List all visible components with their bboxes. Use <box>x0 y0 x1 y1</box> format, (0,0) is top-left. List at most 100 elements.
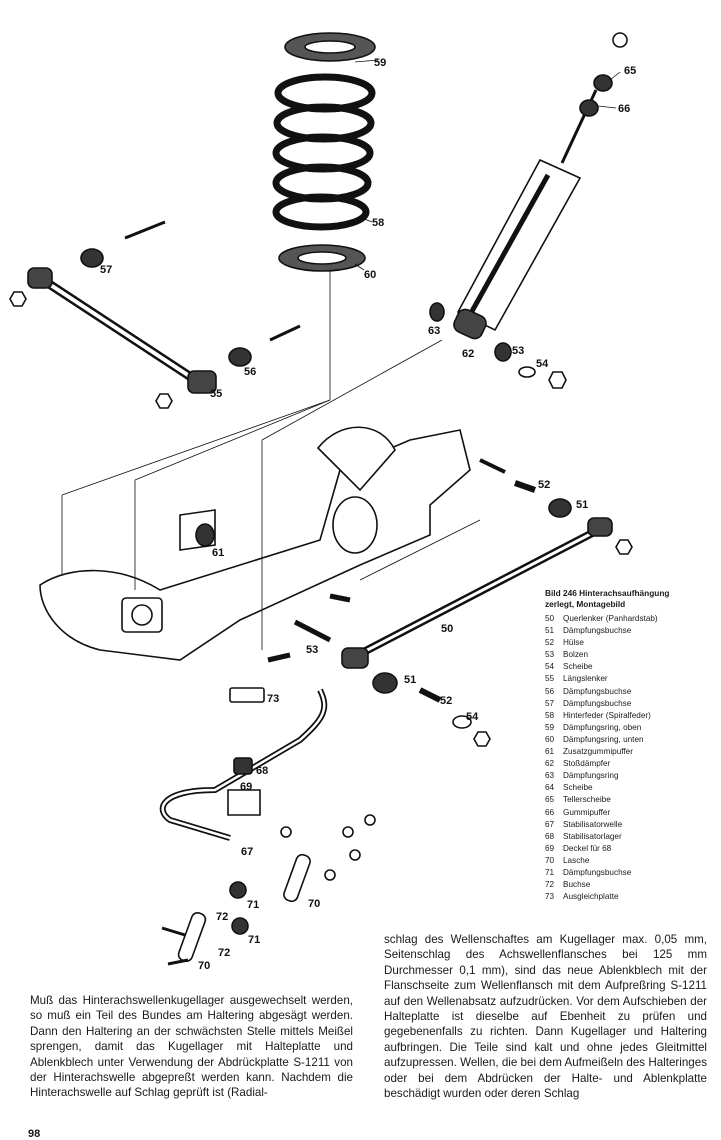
assembly-lines <box>61 270 481 650</box>
legend-item: 51 Dämpfungsbuchse <box>545 625 717 637</box>
legend-item-number: 59 <box>545 722 555 732</box>
legend-item-number: 67 <box>545 819 555 829</box>
legend-item-text: Dämpfungsring, unten <box>563 734 644 744</box>
callout-53-b: 53 <box>306 644 318 656</box>
legend-item-text: Deckel für 68 <box>563 843 612 853</box>
callout-64: 54 <box>536 358 549 370</box>
legend-item-number: 55 <box>545 674 555 684</box>
legend-item: 55 Längslenker <box>545 673 717 685</box>
figure-legend: Bild 246 Hinterachsaufhängung zerlegt, M… <box>545 588 717 903</box>
figure-caption-line-1: Bild 246 Hinterachsaufhängung <box>545 588 670 598</box>
callout-52-a: 52 <box>538 479 550 491</box>
body-text-left-column: Muß das Hinterachswellenkugellager ausge… <box>30 994 353 1100</box>
legend-item-text: Stoßdämpfer <box>563 759 611 769</box>
legend-item-text: Hinterfeder (Spiralfeder) <box>563 710 651 720</box>
legend-item-number: 56 <box>545 686 555 696</box>
callout-51-a: 51 <box>576 499 588 511</box>
callout-55: 55 <box>210 388 222 400</box>
callout-59: 59 <box>374 57 386 69</box>
legend-item-text: Stabilisatorwelle <box>563 819 623 829</box>
callout-66: 66 <box>618 103 630 115</box>
callout-72-b: 72 <box>218 947 230 959</box>
legend-item-number: 69 <box>545 843 555 853</box>
callout-69: 69 <box>240 781 252 793</box>
legend-item-text: Scheibe <box>563 662 593 672</box>
figure-caption-line-2: zerlegt, Montagebild <box>545 598 626 609</box>
legend-item-number: 71 <box>545 867 555 877</box>
legend-item-number: 68 <box>545 831 555 841</box>
legend-item: 58 Hinterfeder (Spiralfeder) <box>545 710 717 722</box>
callout-62: 62 <box>462 348 474 360</box>
legend-item-number: 73 <box>545 892 555 902</box>
legend-item-text: Buchse <box>563 880 591 890</box>
legend-item-text: Dämpfungsring <box>563 771 619 781</box>
callout-67: 67 <box>241 846 253 858</box>
legend-item-number: 62 <box>545 759 555 769</box>
legend-item-number: 51 <box>545 626 555 636</box>
spring-assembly <box>272 32 379 272</box>
legend-item-text: Stabilisatorlager <box>563 831 622 841</box>
legend-item-number: 52 <box>545 638 555 648</box>
callout-71-b: 71 <box>248 934 260 946</box>
callout-51-b: 51 <box>404 674 416 686</box>
body-text-right-column: schlag des Wellenschaftes am Kugellager … <box>384 933 707 1101</box>
legend-item-number: 64 <box>545 783 555 793</box>
figure-caption: Bild 246 Hinterachsaufhängung zerlegt, M… <box>545 588 717 609</box>
callout-56: 56 <box>244 366 256 378</box>
legend-item-text: Bolzen <box>563 650 589 660</box>
legend-item-number: 53 <box>545 650 555 660</box>
callout-72-a: 72 <box>216 911 228 923</box>
legend-item-text: Dämpfungsbuchse <box>563 698 632 708</box>
legend-item: 68 Stabilisatorlager <box>545 831 717 843</box>
legend-item: 57 Dämpfungsbuchse <box>545 698 717 710</box>
callout-50: 50 <box>441 623 453 635</box>
callout-60: 60 <box>364 269 376 281</box>
callout-54: 54 <box>466 711 479 723</box>
legend-item-text: Dämpfungsbuchse <box>563 867 632 877</box>
legend-item-number: 57 <box>545 698 555 708</box>
legend-item: 65 Tellerscheibe <box>545 794 717 806</box>
callout-63-a: 63 <box>428 325 440 337</box>
legend-item-text: Dämpfungsbuchse <box>563 686 632 696</box>
legend-item-number: 66 <box>545 807 555 817</box>
axle-housing <box>39 426 471 663</box>
legend-item: 66 Gummipuffer <box>545 807 717 819</box>
legend-item-text: Längslenker <box>563 674 608 684</box>
legend-item-number: 70 <box>545 855 555 865</box>
legend-item: 52 Hülse <box>545 637 717 649</box>
legend-item-text: Gummipuffer <box>563 807 611 817</box>
legend-item-number: 60 <box>545 734 555 744</box>
legend-item: 63 Dämpfungsring <box>545 770 717 782</box>
callout-52-b: 52 <box>440 695 452 707</box>
legend-item-number: 65 <box>545 795 555 805</box>
legend-item: 69 Deckel für 68 <box>545 843 717 855</box>
legend-item: 53 Bolzen <box>545 649 717 661</box>
page-number: 98 <box>28 1128 41 1140</box>
exploded-view-drawing: 59 58 60 65 66 57 56 55 63 62 53 54 52 5… <box>9 32 636 972</box>
legend-item-text: Querlenker (Panhardstab) <box>563 614 658 623</box>
legend-item-number: 63 <box>545 771 555 781</box>
legend-item-text: Hülse <box>563 638 584 648</box>
callout-53-a: 53 <box>512 345 524 357</box>
legend-item-text: Dämpfungsbuchse <box>563 626 632 636</box>
shock-absorber <box>429 32 628 389</box>
panhard-rod <box>293 458 633 747</box>
callout-58: 58 <box>372 217 384 229</box>
stabilizer <box>159 687 376 966</box>
legend-item-number: 58 <box>545 710 555 720</box>
legend-item: 61 Zusatzgummipuffer <box>545 746 717 758</box>
legend-item-text: Tellerscheibe <box>563 795 611 805</box>
legend-item: 60 Dämpfungsring, unten <box>545 734 717 746</box>
callout-70-a: 70 <box>308 898 320 910</box>
legend-item-text: Zusatzgummipuffer <box>563 747 633 757</box>
callout-68: 68 <box>256 765 268 777</box>
legend-item-number: 72 <box>545 880 555 890</box>
legend-item-number: 61 <box>545 747 555 757</box>
callout-57: 57 <box>100 264 112 276</box>
legend-item: 71 Dämpfungsbuchse <box>545 867 717 879</box>
